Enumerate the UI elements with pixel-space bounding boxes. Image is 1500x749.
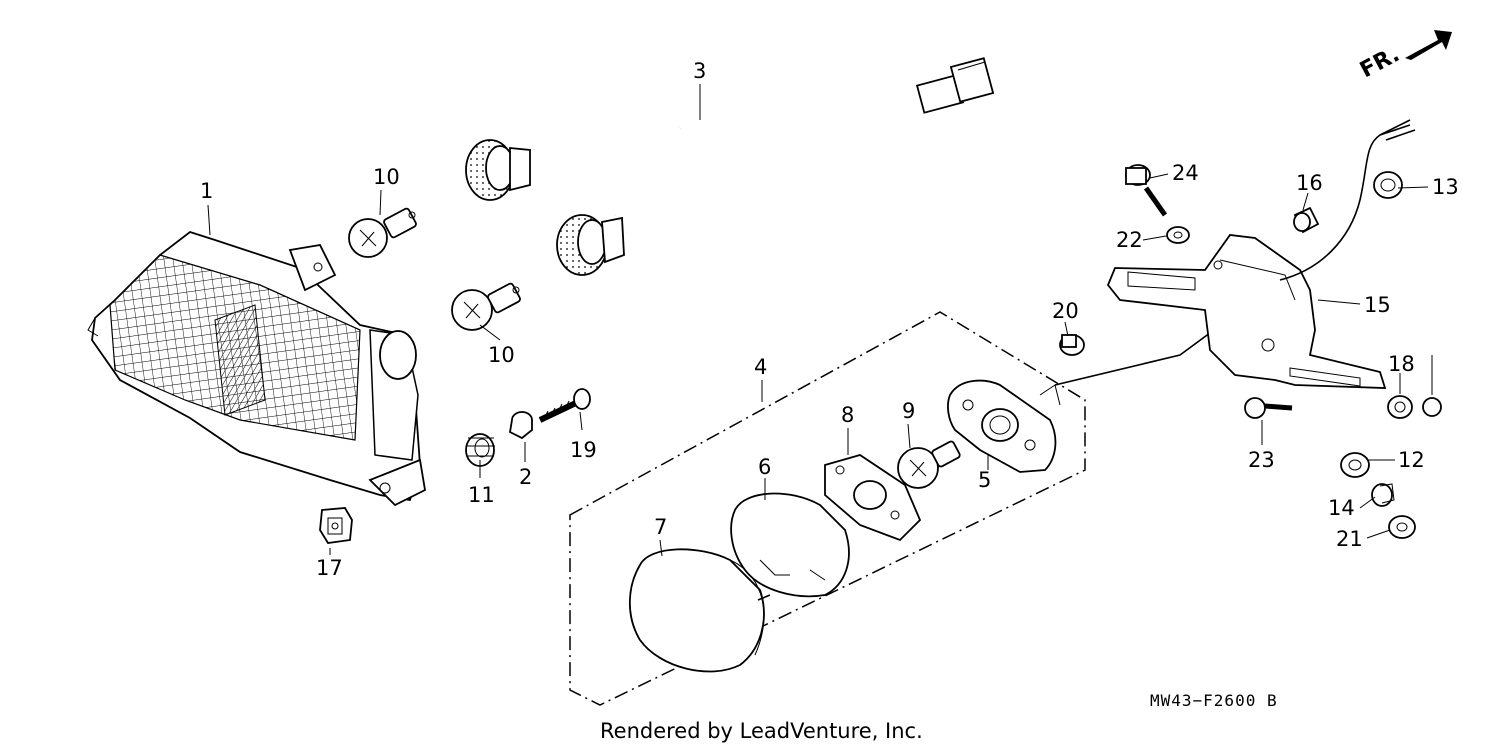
callout-19: 19 <box>570 438 597 462</box>
front-label: FR. <box>1356 42 1404 83</box>
render-credit: Rendered by LeadVenture, Inc. <box>600 719 923 743</box>
callout-1: 1 <box>200 179 213 203</box>
front-arrow-icon <box>1405 30 1452 60</box>
callout-12: 12 <box>1398 448 1425 472</box>
collar-18 <box>1387 355 1442 419</box>
callout-labels: 1 10 10 3 4 11 2 19 17 7 6 8 9 5 20 24 2… <box>200 59 1459 580</box>
callout-21: 21 <box>1336 527 1363 551</box>
callout-10-upper: 10 <box>373 165 400 189</box>
callout-14: 14 <box>1328 496 1355 520</box>
bulb-10-lower <box>451 282 521 331</box>
callout-8: 8 <box>841 403 854 427</box>
bolt-23 <box>1244 397 1293 419</box>
nut-20 <box>1059 334 1085 356</box>
screw-19 <box>538 388 591 423</box>
callout-3: 3 <box>693 59 706 83</box>
lens-7 <box>628 548 771 673</box>
bolt-24 <box>1125 164 1168 217</box>
bulb-9 <box>897 440 961 489</box>
callout-23: 23 <box>1248 448 1275 472</box>
callout-7: 7 <box>654 515 667 539</box>
callout-16: 16 <box>1296 171 1323 195</box>
collar-16 <box>1293 206 1320 234</box>
reflector-6 <box>730 492 850 598</box>
callout-10-lower: 10 <box>488 343 515 367</box>
nut-21 <box>1388 515 1416 539</box>
clip-nut-17 <box>319 507 353 544</box>
callout-5: 5 <box>978 468 991 492</box>
callout-2: 2 <box>519 465 532 489</box>
front-direction-indicator: FR. <box>1356 30 1452 83</box>
collar-14 <box>1371 483 1395 507</box>
bracket-15 <box>1106 119 1416 389</box>
callout-22: 22 <box>1116 228 1143 252</box>
leader-lines <box>207 84 1429 557</box>
washer-22 <box>1166 226 1190 244</box>
callout-13: 13 <box>1432 175 1459 199</box>
callout-4: 4 <box>754 355 767 379</box>
callout-17: 17 <box>316 556 343 580</box>
callout-20: 20 <box>1052 299 1079 323</box>
lamp-assembly-outline <box>569 311 1086 706</box>
callout-9: 9 <box>902 399 915 423</box>
taillight-assembly <box>87 230 426 507</box>
grommet-13 <box>1373 171 1403 199</box>
gasket-8 <box>824 454 922 542</box>
bulb-10-upper <box>348 207 417 258</box>
callout-18: 18 <box>1388 352 1415 376</box>
wire-harness-3 <box>465 57 995 276</box>
callout-24: 24 <box>1172 161 1199 185</box>
drawing-code: MW43−F2600 B <box>1150 691 1278 710</box>
grommet-12 <box>1340 452 1370 478</box>
callout-15: 15 <box>1364 293 1391 317</box>
callout-6: 6 <box>758 455 771 479</box>
callout-11: 11 <box>468 483 495 507</box>
collar-2 <box>509 411 533 440</box>
